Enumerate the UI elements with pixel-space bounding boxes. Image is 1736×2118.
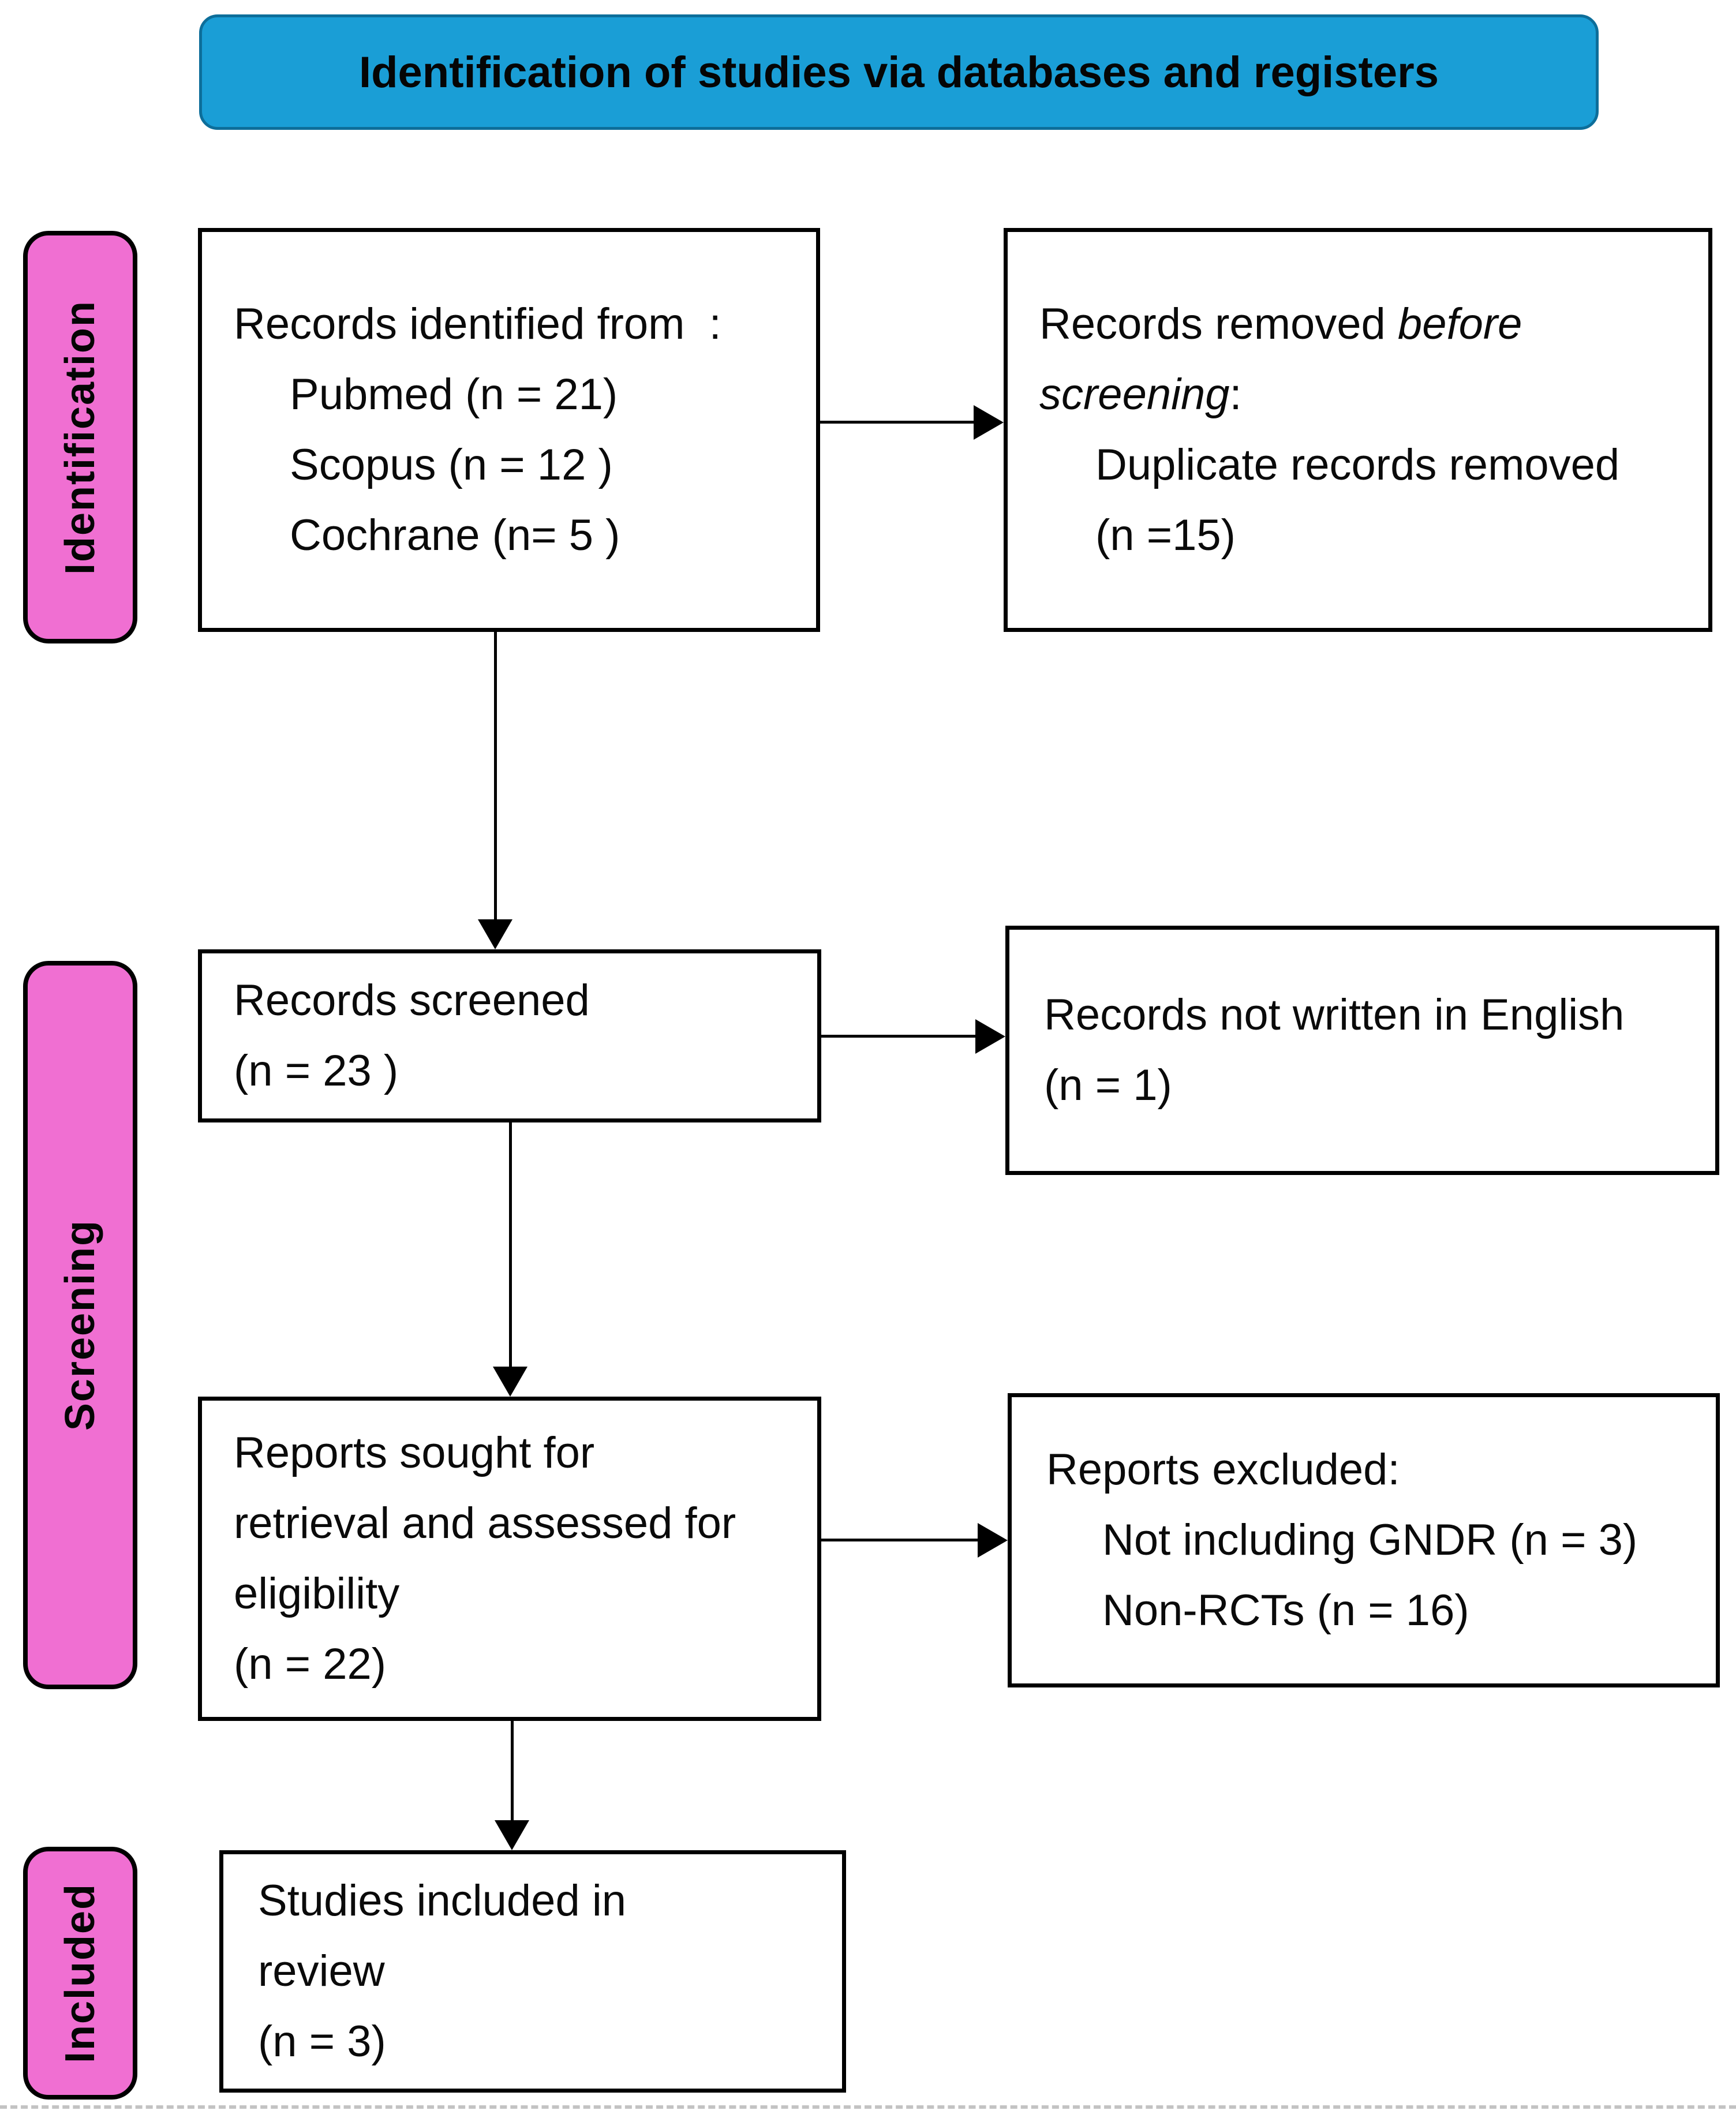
- box-records-removed-before-screening: Records removed before screening: Duplic…: [1004, 228, 1712, 632]
- box-reports-excluded: Reports excluded: Not including GNDR (n …: [1008, 1393, 1720, 1687]
- box-studies-included: Studies included in review (n = 3): [219, 1850, 846, 2093]
- box-line: Duplicate records removed: [1095, 440, 1620, 489]
- stage-label-identification-text: Identification: [57, 300, 103, 575]
- stage-label-screening-text: Screening: [57, 1219, 103, 1431]
- arrow-line: [494, 632, 497, 920]
- box-records-identified: Records identified from : Pubmed (n = 21…: [198, 228, 820, 632]
- box-line: (n =15): [1095, 511, 1236, 560]
- box-line: Reports sought for: [234, 1428, 595, 1477]
- stage-label-screening: Screening: [23, 961, 137, 1689]
- box-line: Records not written in English: [1044, 990, 1625, 1039]
- box-line: screening:: [1039, 370, 1242, 419]
- box-line: Scopus (n = 12 ): [290, 440, 613, 489]
- box-line: Studies included in: [258, 1876, 626, 1925]
- arrowhead: [478, 919, 512, 949]
- box-records-screened: Records screened (n = 23 ): [198, 949, 821, 1122]
- arrowhead: [974, 405, 1004, 440]
- stage-label-identification: Identification: [23, 231, 137, 643]
- box-line: (n = 23 ): [234, 1046, 399, 1095]
- diagram-title: Identification of studies via databases …: [359, 47, 1439, 97]
- box-line: eligibility: [234, 1569, 400, 1618]
- arrowhead: [493, 1367, 527, 1397]
- diagram-title-banner: Identification of studies via databases …: [199, 14, 1599, 130]
- box-line: Records removed before: [1039, 300, 1522, 349]
- bottom-dashed-divider: [0, 2105, 1736, 2109]
- box-line: Not including GNDR (n = 3): [1102, 1515, 1638, 1565]
- arrowhead: [975, 1019, 1005, 1054]
- box-reports-sought: Reports sought for retrieval and assesse…: [198, 1397, 821, 1721]
- arrowhead: [495, 1820, 529, 1850]
- box-line: Reports excluded:: [1046, 1445, 1400, 1494]
- box-line: Non-RCTs (n = 16): [1102, 1586, 1469, 1635]
- stage-label-included: Included: [23, 1847, 137, 2100]
- box-line: Records identified from :: [234, 300, 721, 349]
- box-line: (n = 1): [1044, 1061, 1172, 1110]
- box-line: retrieval and assessed for: [234, 1499, 736, 1548]
- box-line: Pubmed (n = 21): [290, 370, 618, 419]
- arrowhead: [978, 1523, 1008, 1558]
- box-records-not-english: Records not written in English (n = 1): [1005, 926, 1719, 1175]
- arrow-line: [821, 1539, 978, 1541]
- box-line: Cochrane (n= 5 ): [290, 511, 620, 560]
- arrow-line: [509, 1122, 512, 1368]
- box-line: Records screened: [234, 976, 590, 1025]
- arrow-line: [511, 1721, 514, 1821]
- box-line: (n = 22): [234, 1640, 387, 1689]
- stage-label-included-text: Included: [57, 1883, 103, 2063]
- box-line: (n = 3): [258, 2017, 386, 2066]
- arrow-line: [821, 1035, 975, 1038]
- box-line: review: [258, 1947, 385, 1996]
- arrow-line: [820, 421, 974, 424]
